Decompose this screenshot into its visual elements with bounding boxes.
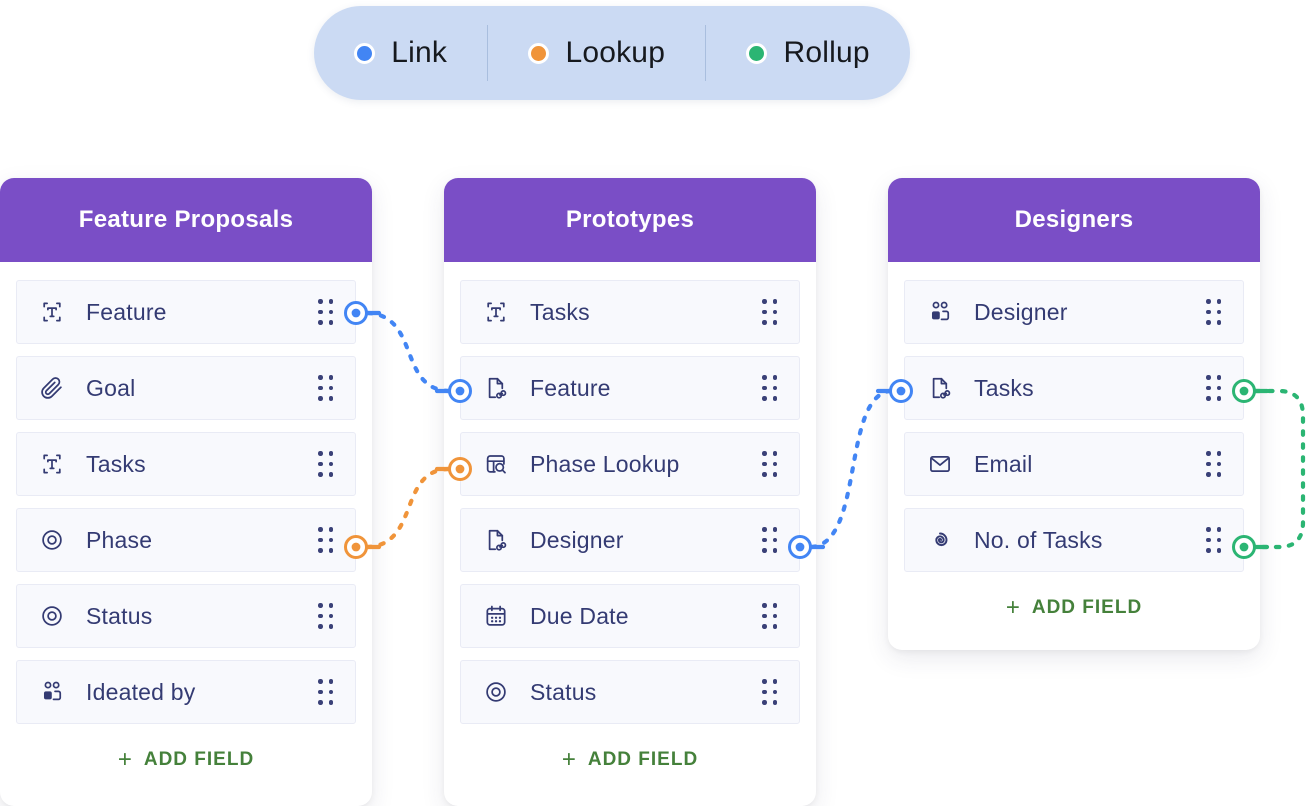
add-field-label: ADD FIELD	[143, 749, 255, 770]
table-header: Feature Proposals	[0, 178, 372, 262]
drag-handle-icon[interactable]	[318, 527, 333, 553]
field-row[interactable]: Feature	[460, 356, 800, 420]
drag-handle-icon[interactable]	[762, 603, 777, 629]
legend: Link Lookup Rollup	[314, 6, 910, 100]
field-row[interactable]: Due Date	[460, 584, 800, 648]
drag-handle-icon[interactable]	[762, 375, 777, 401]
drag-handle-icon[interactable]	[1206, 527, 1221, 553]
add-field-button[interactable]: + ADD FIELD	[888, 586, 1260, 630]
field-label: Status	[530, 678, 597, 705]
field-row[interactable]: No. of Tasks	[904, 508, 1244, 572]
linked-record-icon	[483, 375, 509, 401]
linked-record-icon	[927, 375, 953, 401]
rollup-dot-icon	[746, 42, 768, 64]
text-field-icon	[39, 299, 65, 325]
field-row[interactable]: Ideated by	[16, 660, 356, 724]
drag-handle-icon[interactable]	[318, 679, 333, 705]
field-label: Tasks	[974, 374, 1034, 401]
field-row[interactable]: Email	[904, 432, 1244, 496]
legend-item-rollup: Rollup	[746, 36, 870, 70]
field-label: Due Date	[530, 602, 629, 629]
field-label: Tasks	[86, 450, 146, 477]
drag-handle-icon[interactable]	[762, 299, 777, 325]
drag-handle-icon[interactable]	[318, 375, 333, 401]
table-title: Designers	[1014, 206, 1134, 233]
table-card: Designers Designer Tasks Email No. of Ta…	[888, 178, 1260, 650]
field-label: Feature	[86, 298, 167, 325]
drag-handle-icon[interactable]	[318, 451, 333, 477]
table-card: Feature Proposals Feature Goal Tasks Pha…	[0, 178, 372, 806]
field-label: Phase Lookup	[530, 450, 680, 477]
drag-handle-icon[interactable]	[762, 679, 777, 705]
field-label: Ideated by	[86, 678, 196, 705]
field-row[interactable]: Designer	[904, 280, 1244, 344]
drag-handle-icon[interactable]	[762, 527, 777, 553]
legend-item-link: Link	[354, 36, 447, 70]
plus-icon: +	[117, 746, 132, 773]
add-field-button[interactable]: + ADD FIELD	[0, 738, 372, 782]
calendar-icon	[483, 603, 509, 629]
drag-handle-icon[interactable]	[318, 603, 333, 629]
rollup-icon	[927, 527, 953, 553]
attachment-icon	[39, 375, 65, 401]
field-list: Tasks Feature Phase Lookup Designer Due …	[444, 262, 816, 724]
add-field-button[interactable]: + ADD FIELD	[444, 738, 816, 782]
field-label: Designer	[530, 526, 624, 553]
users-icon	[927, 299, 953, 325]
field-label: Goal	[86, 374, 136, 401]
text-field-icon	[39, 451, 65, 477]
link-dot-icon	[354, 42, 376, 64]
table-header: Prototypes	[444, 178, 816, 262]
legend-label: Rollup	[783, 36, 870, 69]
option-icon	[39, 603, 65, 629]
legend-label: Link	[391, 36, 448, 69]
drag-handle-icon[interactable]	[318, 299, 333, 325]
field-row[interactable]: Feature	[16, 280, 356, 344]
drag-handle-icon[interactable]	[1206, 451, 1221, 477]
add-field-label: ADD FIELD	[587, 749, 699, 770]
table-header: Designers	[888, 178, 1260, 262]
linked-record-icon	[483, 527, 509, 553]
users-icon	[39, 679, 65, 705]
field-row[interactable]: Designer	[460, 508, 800, 572]
legend-divider	[705, 25, 707, 81]
field-list: Feature Goal Tasks Phase Status Ideated …	[0, 262, 372, 724]
lookup-dot-icon	[528, 42, 550, 64]
field-label: Feature	[530, 374, 611, 401]
email-icon	[927, 451, 953, 477]
field-label: Email	[974, 450, 1033, 477]
field-label: No. of Tasks	[974, 526, 1103, 553]
field-list: Designer Tasks Email No. of Tasks	[888, 262, 1260, 572]
field-row[interactable]: Phase	[16, 508, 356, 572]
legend-divider	[487, 25, 489, 81]
field-row[interactable]: Goal	[16, 356, 356, 420]
add-field-label: ADD FIELD	[1031, 597, 1143, 618]
table-title: Feature Proposals	[78, 206, 294, 233]
field-label: Tasks	[530, 298, 590, 325]
table-title: Prototypes	[565, 206, 695, 233]
plus-icon: +	[561, 746, 576, 773]
plus-icon: +	[1005, 594, 1020, 621]
field-row[interactable]: Phase Lookup	[460, 432, 800, 496]
field-label: Status	[86, 602, 153, 629]
field-label: Designer	[974, 298, 1068, 325]
field-row[interactable]: Status	[460, 660, 800, 724]
legend-label: Lookup	[565, 36, 666, 69]
lookup-icon	[483, 451, 509, 477]
field-row[interactable]: Tasks	[904, 356, 1244, 420]
field-row[interactable]: Tasks	[460, 280, 800, 344]
field-row[interactable]: Tasks	[16, 432, 356, 496]
drag-handle-icon[interactable]	[1206, 375, 1221, 401]
field-label: Phase	[86, 526, 153, 553]
option-icon	[39, 527, 65, 553]
field-row[interactable]: Status	[16, 584, 356, 648]
drag-handle-icon[interactable]	[762, 451, 777, 477]
table-card: Prototypes Tasks Feature Phase Lookup De…	[444, 178, 816, 806]
text-field-icon	[483, 299, 509, 325]
legend-item-lookup: Lookup	[528, 36, 665, 70]
option-icon	[483, 679, 509, 705]
drag-handle-icon[interactable]	[1206, 299, 1221, 325]
